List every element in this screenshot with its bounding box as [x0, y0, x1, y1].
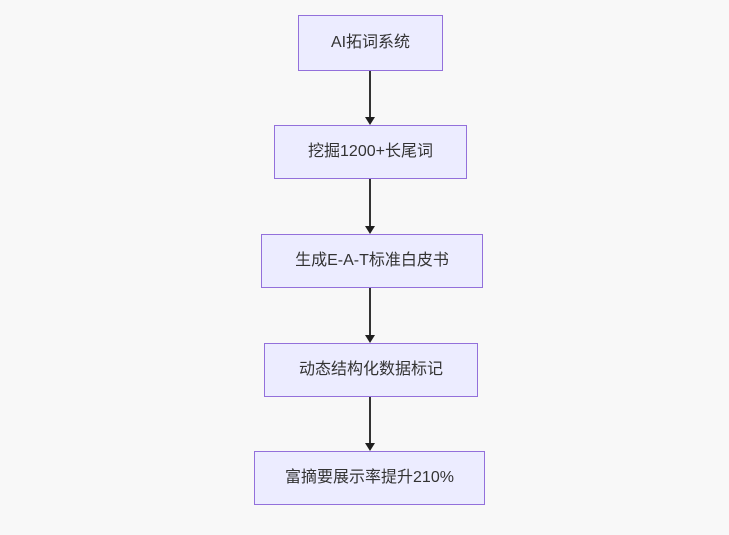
flowchart-arrow-4	[364, 397, 376, 451]
flowchart-node-eat-whitepaper: 生成E-A-T标准白皮书	[261, 234, 483, 288]
arrow-line	[369, 288, 371, 336]
arrow-head-down-icon	[365, 335, 375, 343]
flowchart-arrow-1	[364, 71, 376, 125]
node-label: 生成E-A-T标准白皮书	[295, 252, 449, 269]
node-label: 挖掘1200+长尾词	[308, 143, 433, 160]
flowchart-arrow-2	[364, 179, 376, 234]
arrow-head-down-icon	[365, 117, 375, 125]
flowchart-arrow-3	[364, 288, 376, 343]
flowchart-node-ai-word-system: AI拓词系统	[298, 15, 443, 71]
node-label: 富摘要展示率提升210%	[285, 469, 454, 486]
flowchart-node-longtail-mining: 挖掘1200+长尾词	[274, 125, 467, 179]
node-label: 动态结构化数据标记	[298, 361, 443, 378]
node-label: AI拓词系统	[330, 34, 411, 51]
arrow-head-down-icon	[365, 443, 375, 451]
arrow-line	[369, 179, 371, 227]
arrow-head-down-icon	[365, 226, 375, 234]
arrow-line	[369, 397, 371, 444]
flowchart-node-structured-data: 动态结构化数据标记	[264, 343, 478, 397]
flowchart-node-rich-snippet-result: 富摘要展示率提升210%	[254, 451, 485, 505]
arrow-line	[369, 71, 371, 118]
